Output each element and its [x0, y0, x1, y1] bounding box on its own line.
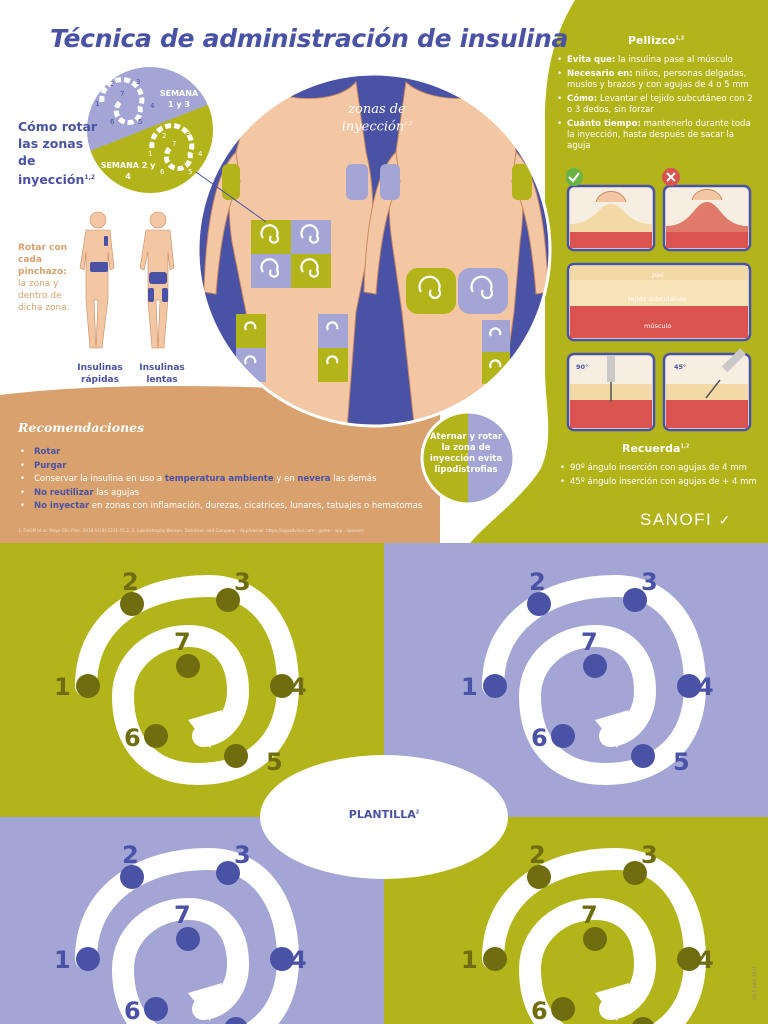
svg-text:7: 7 — [172, 140, 176, 148]
template-number: 6 — [124, 724, 141, 752]
layer-muscle-label: músculo — [644, 322, 672, 330]
template-number: 6 — [531, 997, 548, 1024]
references: 1. FinGM et al. Mayo Clin Proc. 2016;91(… — [18, 528, 364, 533]
pinch-list: Evita que: la insulina pase al músculo N… — [557, 55, 757, 155]
svg-text:4: 4 — [150, 102, 155, 110]
list-item: 90º ángulo inserción con agujas de 4 mm — [560, 463, 760, 474]
template-number: 5 — [266, 1021, 283, 1024]
list-item: Cómo: Levantar el tejido subcutáneo con … — [557, 94, 757, 116]
template-top-left — [76, 586, 294, 774]
template-number: 1 — [461, 946, 478, 974]
svg-text:5: 5 — [138, 118, 142, 126]
template-number: 2 — [529, 841, 546, 869]
rotate-each-injection-text: la zona y dentro de dicha zona. — [18, 279, 70, 313]
template-number: 1 — [54, 946, 71, 974]
rotate-each-injection-title: Rotar con cada pinchazo: — [18, 243, 67, 277]
list-item: Necesario en: niños, personas delgadas, … — [557, 69, 757, 91]
template-number: 1 — [54, 673, 71, 701]
template-number: 5 — [266, 748, 283, 776]
list-item: No reutilizar las agujas — [20, 487, 440, 501]
insulin-slow-label: Insulinas lentas — [139, 363, 185, 385]
recommendations-title: Recomendaciones — [18, 420, 145, 435]
template-number: 7 — [581, 628, 598, 656]
template-area: 1 2 3 4 5 6 7 1 2 3 4 5 6 7 1 2 3 4 — [0, 543, 768, 1024]
week-1-3-label: SEMANA 1 y 3 — [159, 89, 199, 109]
svg-text:3: 3 — [186, 130, 190, 138]
page-title: Técnica de administración de insulina — [50, 24, 569, 53]
list-item: Conservar la insulina en uso a temperatu… — [20, 473, 440, 487]
template-number: 4 — [697, 673, 714, 701]
template-label-wrapper: PLANTILLA2 — [258, 753, 510, 881]
template-number: 7 — [174, 628, 191, 656]
template-number: 2 — [122, 841, 139, 869]
template-bottom-right — [483, 859, 701, 1024]
template-number: 3 — [234, 568, 251, 596]
sanofi-bird-icon: ✓ — [718, 512, 732, 528]
template-number: 5 — [673, 1021, 690, 1024]
template-bottom-left — [76, 859, 294, 1024]
template-number: 4 — [697, 946, 714, 974]
template-number: 7 — [174, 901, 191, 929]
template-top-right — [483, 586, 701, 774]
svg-text:3: 3 — [136, 78, 140, 86]
template-label-ellipse — [260, 755, 508, 879]
angle-45-label: 45° — [674, 363, 687, 371]
alternate-text: Aternar y rotar la zona de inyección evi… — [429, 432, 503, 475]
rotation-diagram: 2 3 1 4 7 6 5 2 3 1 4 7 6 5 — [83, 63, 217, 197]
list-item: No inyectar en zonas con inflamación, du… — [20, 500, 440, 514]
template-number: 3 — [641, 841, 658, 869]
template-number: 1 — [461, 673, 478, 701]
layer-skin-label: piel — [652, 271, 664, 279]
injection-zones-illustration — [196, 72, 552, 428]
remember-title: Recuerda1,2 — [622, 442, 690, 455]
rotation-heading: Cómo rotar las zonas de inyección1,2 — [18, 119, 98, 188]
svg-text:5: 5 — [188, 168, 192, 176]
template-number: 5 — [673, 748, 690, 776]
list-item: Evita que: la insulina pase al músculo — [557, 55, 757, 66]
version-code: VV-1 Julio 2021 — [753, 965, 758, 1000]
list-item: Purgar — [20, 460, 440, 474]
svg-text:1: 1 — [148, 150, 152, 158]
template-number: 2 — [529, 568, 546, 596]
template-label: PLANTILLA2 — [348, 808, 420, 821]
template-number: 7 — [581, 901, 598, 929]
template-number: 2 — [122, 568, 139, 596]
svg-text:4: 4 — [198, 150, 203, 158]
list-item: Cuánto tiempo: mantenerlo durante toda l… — [557, 119, 757, 152]
insulin-fast-label: Insulinas rápidas — [77, 363, 123, 385]
list-item: 45º ángulo inserción con agujas de + 4 m… — [560, 477, 760, 488]
svg-text:1: 1 — [95, 100, 99, 108]
angle-90-label: 90° — [576, 363, 589, 371]
template-number: 4 — [290, 673, 307, 701]
zones-label: zonas de inyección1,2 — [341, 102, 413, 135]
infographic-top: Técnica de administración de insulina 2 3… — [0, 0, 768, 543]
pinch-title: Pellizco1,2 — [628, 34, 685, 47]
svg-text:7: 7 — [120, 90, 124, 98]
remember-list: 90º ángulo inserción con agujas de 4 mm … — [560, 463, 760, 491]
week-2-4-label: SEMANA 2 y 4 — [100, 161, 156, 181]
svg-text:6: 6 — [110, 118, 115, 126]
small-body-figures — [79, 211, 175, 349]
template-number: 4 — [290, 946, 307, 974]
pinch-illustrations — [566, 168, 752, 432]
recommendations-list: Rotar Purgar Conservar la insulina en us… — [20, 446, 440, 514]
svg-text:6: 6 — [160, 168, 165, 176]
layer-subcutaneous-label: tejido subcutáneo — [628, 295, 687, 303]
list-item: Rotar — [20, 446, 440, 460]
svg-text:2: 2 — [162, 132, 166, 140]
template-number: 3 — [641, 568, 658, 596]
template-number: 6 — [531, 724, 548, 752]
sanofi-logo: SANOFI ✓ — [640, 510, 732, 529]
template-number: 6 — [124, 997, 141, 1024]
svg-text:2: 2 — [110, 80, 114, 88]
rotation-templates: 1 2 3 4 5 6 7 1 2 3 4 5 6 7 1 2 3 4 — [54, 568, 714, 1024]
template-number: 3 — [234, 841, 251, 869]
